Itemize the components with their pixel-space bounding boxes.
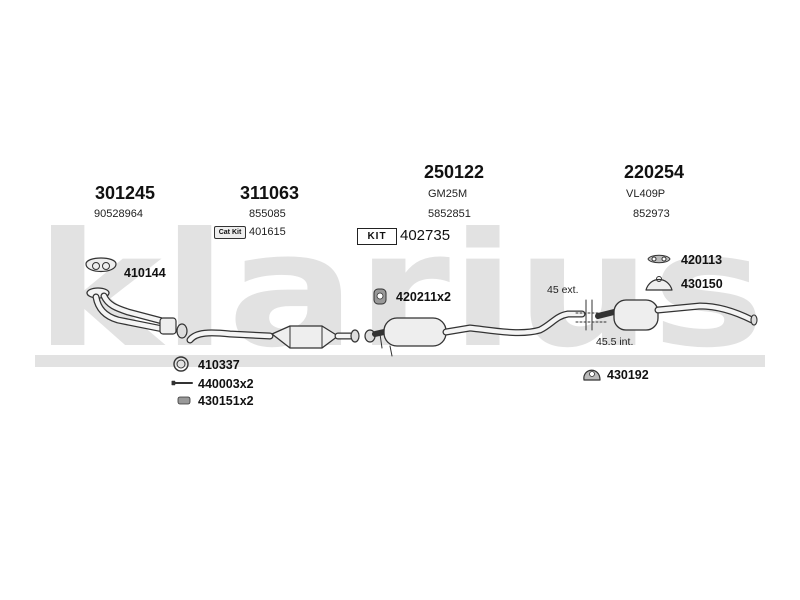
spring-icon xyxy=(177,396,191,405)
clamp-icon xyxy=(583,369,601,381)
rear-silencer xyxy=(575,299,758,331)
assembly-ref: 90528964 xyxy=(94,208,143,220)
bracket-icon xyxy=(645,276,673,291)
watermark-text: klarius xyxy=(35,199,765,383)
part-number: 420211x2 xyxy=(396,290,451,304)
kit-badge: KIT xyxy=(357,228,397,245)
int-diameter-note: 45.5 int. xyxy=(596,336,634,348)
rubber-mount-icon xyxy=(373,288,387,305)
kit-number: 402735 xyxy=(400,227,451,244)
part-number: 430192 xyxy=(607,368,649,382)
cat-kit-badge: Cat Kit xyxy=(214,226,246,239)
part-number: 410144 xyxy=(124,266,166,280)
part-number: 440003x2 xyxy=(198,377,254,391)
cat-kit-number: 401615 xyxy=(249,226,286,238)
assembly-ref-secondary: 852973 xyxy=(633,208,670,220)
ext-diameter-note: 45 ext. xyxy=(547,284,579,296)
assembly-number: 220254 xyxy=(624,162,685,182)
assembly-number: 250122 xyxy=(424,162,485,182)
rubber-hanger-icon xyxy=(647,254,671,264)
watermark-band xyxy=(35,355,765,367)
assembly-ref: GM25M xyxy=(428,188,468,200)
part-number: 410337 xyxy=(198,358,240,372)
part-number: 430150 xyxy=(681,277,723,291)
ring-icon xyxy=(173,356,189,372)
centre-silencer xyxy=(364,310,586,357)
front-pipe xyxy=(86,287,188,339)
assembly-number: 311063 xyxy=(240,183,300,203)
assembly-ref: 855085 xyxy=(249,208,286,220)
bolt-icon xyxy=(171,380,193,386)
catalytic-converter-section xyxy=(186,325,360,349)
assembly-number: 301245 xyxy=(95,183,156,203)
assembly-ref: VL409P xyxy=(626,188,666,200)
assembly-ref-secondary: 5852851 xyxy=(428,208,471,220)
part-number: 420113 xyxy=(681,253,723,267)
part-number: 430151x2 xyxy=(198,394,254,408)
gasket-icon xyxy=(85,257,117,273)
